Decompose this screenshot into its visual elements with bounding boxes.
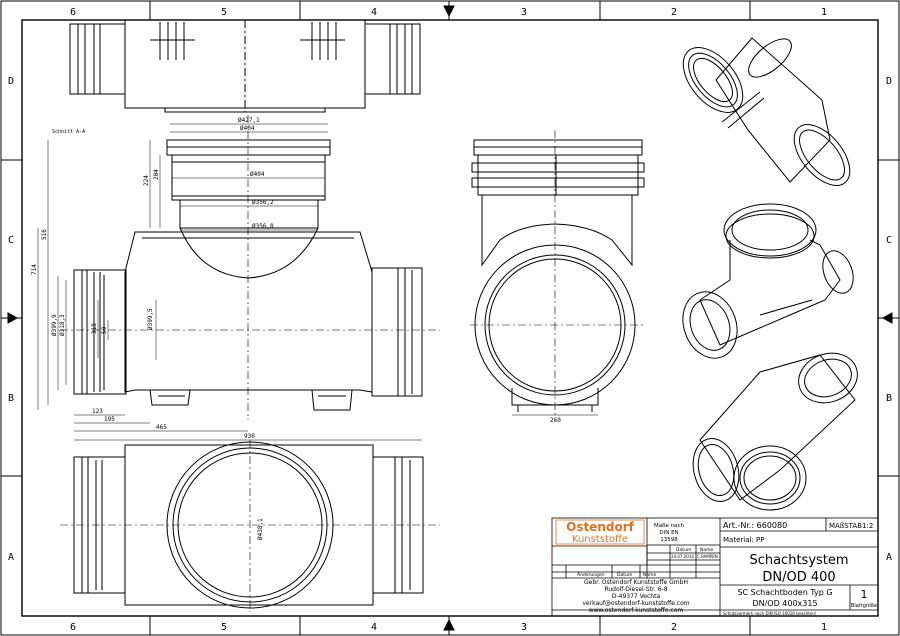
drawing-title: DN/OD 400 bbox=[762, 570, 835, 585]
title-block-text: Ostendorf Kunststoffe Maße nach DIN EN 1… bbox=[555, 519, 877, 616]
row-label: C bbox=[8, 235, 14, 246]
dim-label: 465 bbox=[156, 424, 167, 431]
scale: MAßSTAB1:2 bbox=[829, 522, 873, 530]
sheet-label: Blattgröße bbox=[851, 603, 877, 609]
iso-view-2 bbox=[682, 203, 854, 359]
dim-label: 516 bbox=[41, 229, 48, 240]
footer-note: Schutzvermerk nach DIN ISO 16016 beachte… bbox=[723, 611, 816, 616]
date-header: Datum bbox=[676, 547, 691, 553]
sheet-number: 1 bbox=[861, 588, 868, 601]
dim-label: Ø404 bbox=[250, 171, 265, 178]
row-label: A bbox=[8, 552, 14, 563]
col-label: 2 bbox=[671, 7, 677, 18]
iso-view-1 bbox=[682, 37, 851, 186]
address: Gebr. Ostendorf Kunststoffe GmbH bbox=[584, 579, 688, 586]
company-logo-text: Ostendorf bbox=[566, 520, 635, 534]
col-label: 1 bbox=[821, 622, 827, 633]
iso-view-3 bbox=[692, 352, 858, 511]
dim-label: 195 bbox=[104, 416, 115, 423]
frame-labels: 6 5 4 3 2 1 6 5 4 3 2 1 D C B A D C B A bbox=[8, 7, 892, 633]
centering-marks bbox=[7, 1, 893, 631]
row-label: B bbox=[8, 393, 14, 404]
dim-label: Ø399,5 bbox=[147, 308, 154, 330]
top-view bbox=[69, 19, 421, 113]
row-label: D bbox=[8, 76, 14, 87]
address: verkauf@ostendorf-kunststoffe.com bbox=[582, 600, 689, 607]
date-value: 24.07.2014 bbox=[671, 554, 694, 559]
dim-label: Ø438,1 bbox=[257, 518, 264, 540]
side-view bbox=[470, 130, 645, 418]
section-dimensions bbox=[37, 123, 422, 441]
section-title: Schnitt A-A bbox=[52, 129, 85, 135]
drawing-title: Schachtsystem bbox=[749, 553, 848, 568]
dim-label: Ø356,8 bbox=[252, 223, 274, 230]
dims-note: DIN EN bbox=[659, 530, 678, 536]
dim-label: 930 bbox=[244, 433, 255, 440]
col-label: 3 bbox=[521, 7, 527, 18]
row-label: C bbox=[886, 235, 892, 246]
col-label: 1 bbox=[821, 7, 827, 18]
dim-label: Ø356,2 bbox=[252, 199, 274, 206]
dim-label: 714 bbox=[31, 264, 38, 275]
rev-date: Datum bbox=[617, 572, 632, 578]
col-label: 6 bbox=[70, 622, 76, 633]
material: Material: PP bbox=[723, 536, 764, 544]
col-label: 4 bbox=[371, 7, 377, 18]
row-label: D bbox=[886, 76, 892, 87]
section-dimension-text: Schnitt A-A Ø427,1 Ø404 Ø404 Ø356,2 Ø356… bbox=[31, 117, 274, 440]
col-label: 5 bbox=[221, 622, 227, 633]
col-label: 5 bbox=[221, 7, 227, 18]
dim-label: 123 bbox=[92, 408, 103, 415]
row-label: A bbox=[886, 552, 892, 563]
dim-label: 224 bbox=[143, 175, 150, 186]
drawing-subtitle: SC Schachtboden Typ G bbox=[737, 588, 832, 597]
dims-note: 13598 bbox=[660, 537, 678, 543]
row-label: B bbox=[886, 393, 892, 404]
col-label: 3 bbox=[521, 622, 527, 633]
address: Rudolf-Diesel-Str. 6-8 bbox=[604, 586, 667, 593]
article-number: Art.-Nr.: 660080 bbox=[723, 521, 787, 530]
rev-header: Änderungen bbox=[577, 571, 605, 578]
section-view bbox=[60, 115, 440, 420]
bottom-dimension: Ø438,1 bbox=[257, 518, 264, 540]
col-label: 6 bbox=[70, 7, 76, 18]
drawing-subtitle: DN/OD 400x315 bbox=[752, 599, 817, 608]
dim-label: 50 bbox=[101, 326, 108, 334]
col-label: 4 bbox=[371, 622, 377, 633]
name-value: C.RAMPEN bbox=[697, 554, 718, 559]
dim-label: Ø404 bbox=[240, 125, 255, 132]
address: www.ostendorf-kunststoffe.com bbox=[589, 607, 684, 614]
dim-label: 318 bbox=[91, 323, 98, 334]
name-header: Name bbox=[700, 547, 714, 553]
side-dimensions: 260 bbox=[512, 414, 598, 424]
col-label: 2 bbox=[671, 622, 677, 633]
address: D-49377 Vechta bbox=[612, 593, 661, 600]
rev-name: Name bbox=[643, 572, 657, 578]
dim-label: Ø399,9 bbox=[51, 314, 58, 336]
bottom-view bbox=[60, 440, 440, 612]
dim-label: Ø427,1 bbox=[238, 117, 260, 124]
dim-label: Ø318,3 bbox=[59, 314, 66, 336]
dims-note: Maße nach bbox=[654, 523, 685, 529]
company-logo-sub: Kunststoffe bbox=[572, 534, 628, 545]
dim-label: 204 bbox=[153, 169, 160, 180]
dim-label: 260 bbox=[550, 417, 561, 424]
title-block bbox=[551, 517, 879, 617]
